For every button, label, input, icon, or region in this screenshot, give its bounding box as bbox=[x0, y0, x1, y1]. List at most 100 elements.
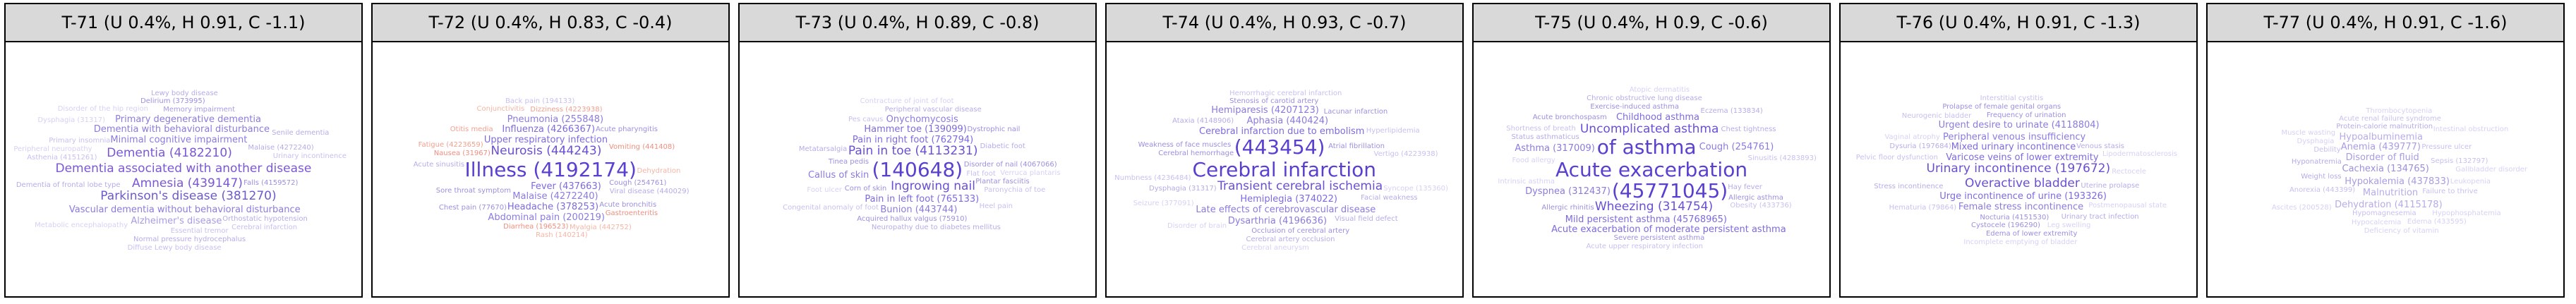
panel-title: T-72 (U 0.4%, H 0.83, C -0.4) bbox=[428, 13, 673, 32]
cloud-word: Intestinal obstruction bbox=[2433, 125, 2509, 133]
cloud-word: Hyponatremia bbox=[2291, 158, 2342, 166]
cloud-word: Dizziness (4223938) bbox=[530, 106, 603, 114]
cloud-word: Numbness (4236484) bbox=[1114, 174, 1191, 182]
cloud-word: Disorder of the hip region bbox=[57, 104, 148, 113]
cloud-word: Stress incontinence bbox=[1874, 183, 1944, 191]
cloud-word: Rectocele bbox=[2112, 168, 2146, 176]
cloud-word: Protein-calorie malnutrition bbox=[2336, 123, 2433, 131]
cloud-word: Nocturia (4151530) bbox=[1980, 213, 2050, 221]
cloud-word: Pelvic floor dysfunction bbox=[1855, 154, 1938, 162]
cloud-word: Dystrophic nail bbox=[967, 126, 1021, 134]
cloud-word: Urinary tract infection bbox=[2061, 213, 2139, 221]
cloud-word: Dementia associated with another disease bbox=[55, 162, 312, 176]
cloud-word: Diabetic foot bbox=[980, 142, 1025, 151]
cloud-word: Weakness of face muscles bbox=[1138, 141, 1232, 150]
cloud-word: Dysphagia (31317) bbox=[1149, 184, 1217, 193]
cloud-word: Hemiplegia (374022) bbox=[1240, 194, 1337, 205]
cloud-word: Uterine prolapse bbox=[2081, 181, 2140, 190]
cloud-word: Back pain (194133) bbox=[505, 97, 575, 105]
cloud-word: Dysarthria (4196636) bbox=[1227, 215, 1328, 226]
cloud-word: Plantar fasciitis bbox=[975, 177, 1030, 186]
cloud-word: Primary degenerative dementia bbox=[115, 114, 261, 125]
cloud-word: Cachexia (134765) bbox=[2342, 164, 2429, 174]
cloud-word: Normal pressure hydrocephalus bbox=[133, 236, 246, 244]
word-cloud: (140648)Pain in toe (4113231)Ingrowing n… bbox=[740, 42, 1095, 296]
cloud-word: Vaginal atrophy bbox=[1884, 133, 1940, 142]
cloud-word: Abdominal pain (200219) bbox=[488, 212, 605, 224]
word-cloud: Dementia associated with another disease… bbox=[6, 42, 361, 296]
cloud-word: Acquired hallux valgus (75910) bbox=[857, 215, 968, 224]
panel-t74: T-74 (U 0.4%, H 0.93, C -0.7) Cerebral i… bbox=[1105, 3, 1464, 298]
cloud-word: Exercise-induced asthma bbox=[1590, 103, 1679, 111]
cloud-word: Pain in toe (4113231) bbox=[848, 144, 978, 159]
cloud-word: Rash (140214) bbox=[536, 231, 588, 240]
cloud-word: Dyspnea (312437) bbox=[1525, 186, 1611, 197]
cloud-word: Headache (378253) bbox=[507, 202, 599, 213]
cloud-word: Flat foot bbox=[966, 169, 996, 178]
cloud-word: Hematuria (79864) bbox=[1889, 203, 1957, 212]
cloud-word: Senile dementia bbox=[272, 128, 330, 137]
cloud-word: Late effects of cerebrovascular disease bbox=[1196, 204, 1376, 215]
cloud-word: Tinea pedis bbox=[828, 158, 869, 166]
cloud-word: Gastroenteritis bbox=[605, 209, 658, 218]
cloud-word: Foot ulcer bbox=[807, 186, 843, 194]
cloud-word: Hammer toe (139099) bbox=[864, 123, 967, 135]
cloud-word: Acute exacerbation of moderate persisten… bbox=[1551, 224, 1786, 236]
cloud-word: Acute bronchitis bbox=[599, 200, 657, 209]
cloud-word: Acute exacerbation bbox=[1555, 157, 1748, 181]
cloud-word: Hemorrhagic cerebral infarction bbox=[1229, 89, 1342, 97]
cloud-word: Cystocele (196290) bbox=[1970, 221, 2040, 229]
cloud-word: Muscle wasting bbox=[2281, 129, 2336, 138]
cloud-word: Illness (4192174) bbox=[464, 157, 637, 181]
cloud-word: Nausea (31967) bbox=[433, 150, 490, 158]
cloud-word: Gallbladder disorder bbox=[2455, 166, 2528, 174]
cloud-word: Sinusitis (4283893) bbox=[1747, 154, 1817, 163]
cloud-word: Disorder of fluid bbox=[2345, 152, 2419, 164]
cloud-word: Facial weakness bbox=[1361, 193, 1418, 202]
cloud-word: Malnutrition bbox=[2362, 187, 2419, 198]
cloud-word: Anorexia (443399) bbox=[2289, 186, 2356, 195]
cloud-word: Contracture of joint of foot bbox=[860, 97, 954, 105]
cloud-word: Chest tightness bbox=[1721, 126, 1776, 134]
cloud-word: Pain in right foot (762794) bbox=[852, 134, 974, 145]
cloud-word: Failure to thrive bbox=[2422, 187, 2478, 195]
cloud-word: Atopic dermatitis bbox=[1629, 85, 1690, 94]
panel-title: T-71 (U 0.4%, H 0.91, C -1.1) bbox=[61, 13, 306, 32]
cloud-word: Hypophosphatemia bbox=[2432, 209, 2501, 218]
cloud-word: Prolapse of female genital organs bbox=[1942, 103, 2062, 111]
cloud-word: Pain in left foot (765133) bbox=[865, 194, 980, 205]
cloud-word: Dementia of frontal lobe type bbox=[16, 181, 121, 189]
cloud-word: Venous stasis bbox=[2076, 142, 2125, 150]
cloud-word: Callus of skin bbox=[807, 170, 869, 181]
cloud-word: Influenza (4266367) bbox=[502, 123, 596, 135]
cloud-word: Cerebral infarction bbox=[231, 223, 298, 231]
cloud-word: Cerebral aneurysm bbox=[1241, 243, 1309, 252]
cloud-word: Onychomycosis bbox=[886, 114, 958, 125]
cloud-word: Severe persistent asthma bbox=[1613, 234, 1705, 243]
cloud-word: Peripheral venous insufficiency bbox=[1942, 131, 2086, 142]
cloud-word: Dysuria (197684) bbox=[1889, 142, 1951, 151]
cloud-word: Neurosis (444243) bbox=[490, 144, 602, 159]
word-cloud: Illness (4192174)Neurosis (444243) Fever … bbox=[373, 42, 728, 296]
cloud-word: Disorder of brain bbox=[1167, 221, 1227, 230]
cloud-word: Otitis media bbox=[450, 126, 493, 134]
cloud-word: Sepsis (132797) bbox=[2431, 157, 2488, 166]
cloud-word: (443454) bbox=[1234, 135, 1325, 159]
cloud-word: Fever (437663) bbox=[531, 181, 601, 192]
cloud-word: Lacunar infarction bbox=[1323, 108, 1388, 116]
cloud-word: Syncope (135360) bbox=[1383, 185, 1448, 193]
cloud-word: Cerebral infarction bbox=[1192, 157, 1377, 181]
cloud-word: Urinary incontinence bbox=[272, 152, 347, 161]
cloud-word: Acute bronchospasm bbox=[1532, 114, 1607, 122]
cloud-word: Cerebral hemorrhage bbox=[1158, 150, 1234, 158]
cloud-word: Frequency of urination bbox=[1986, 111, 2066, 120]
cloud-word: Verruca plantaris bbox=[1000, 169, 1061, 178]
cloud-word: Childhood asthma bbox=[1615, 112, 1699, 123]
cloud-word: Sore throat symptom bbox=[435, 187, 511, 195]
panel-header: T-75 (U 0.4%, H 0.9, C -0.6) bbox=[1474, 4, 1829, 42]
cloud-word: Deficiency of vitamin bbox=[2364, 226, 2439, 235]
panel-title: T-76 (U 0.4%, H 0.91, C -1.3) bbox=[1896, 13, 2141, 32]
cloud-word: Urinary incontinence (197672) bbox=[1926, 162, 2111, 176]
